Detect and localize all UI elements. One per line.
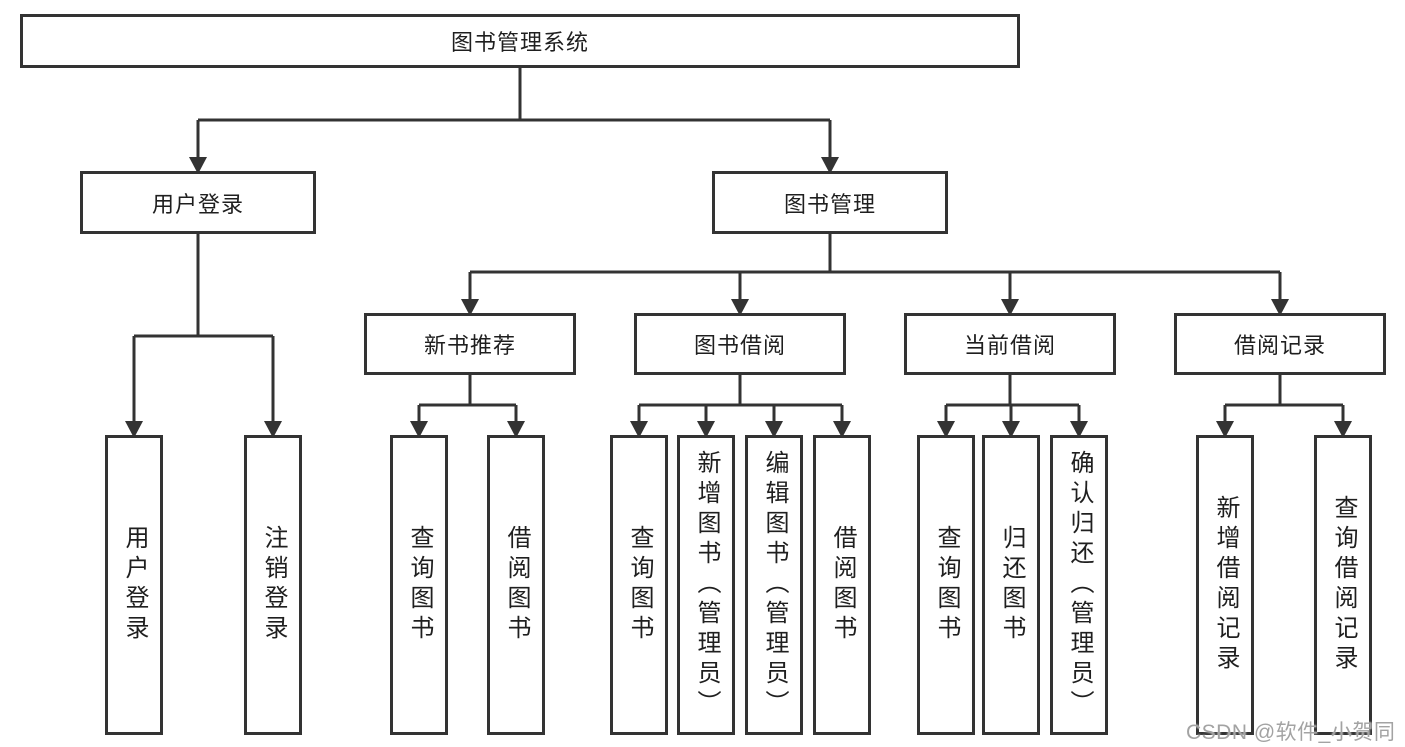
node-current-borrowing: 当前借阅 [904,313,1116,375]
node-label: 新增图书（管理员） [693,450,720,720]
node-label: 查询借阅记录 [1330,495,1357,675]
leaf-query-books-current: 查询图书 [917,435,975,735]
leaf-add-book-admin: 新增图书（管理员） [677,435,735,735]
node-label: 归还图书 [998,525,1025,645]
node-label: 图书管理 [783,191,876,217]
node-label: 确认归还（管理员） [1066,450,1093,720]
node-label: 查询图书 [626,525,653,645]
node-label: 新增借阅记录 [1212,495,1239,675]
node-label: 用户登录 [121,525,148,645]
node-label: 图书管理系统 [450,30,589,55]
leaf-query-books-recommend: 查询图书 [390,435,448,735]
node-label: 查询图书 [933,525,960,645]
node-label: 借阅记录 [1233,333,1326,358]
node-label: 图书借阅 [693,333,786,358]
node-library-management-system: 图书管理系统 [20,14,1020,68]
node-book-management: 图书管理 [712,171,948,234]
node-label: 借阅图书 [829,525,856,645]
node-label: 注销登录 [260,525,287,645]
csdn-watermark: CSDN @软件_小贺同学 [1186,721,1396,744]
node-label: 编辑图书（管理员） [761,450,788,720]
leaf-borrow-books-borrow: 借阅图书 [813,435,871,735]
leaf-logout: 注销登录 [244,435,302,735]
node-borrowing-records: 借阅记录 [1174,313,1386,375]
leaf-confirm-return-admin: 确认归还（管理员） [1050,435,1108,735]
node-label: 查询图书 [406,525,433,645]
leaf-return-books: 归还图书 [982,435,1040,735]
node-label: 新书推荐 [423,333,516,358]
node-new-book-recommendation: 新书推荐 [364,313,576,375]
leaf-query-borrow-record: 查询借阅记录 [1314,435,1372,735]
leaf-edit-book-admin: 编辑图书（管理员） [745,435,803,735]
node-label: 当前借阅 [963,333,1056,358]
node-user-login: 用户登录 [80,171,316,234]
leaf-add-borrow-record: 新增借阅记录 [1196,435,1254,735]
node-label: 用户登录 [151,191,244,217]
leaf-user-login: 用户登录 [105,435,163,735]
node-label: 借阅图书 [503,525,530,645]
node-book-borrowing: 图书借阅 [634,313,846,375]
leaf-borrow-books-recommend: 借阅图书 [487,435,545,735]
leaf-query-books-borrow: 查询图书 [610,435,668,735]
